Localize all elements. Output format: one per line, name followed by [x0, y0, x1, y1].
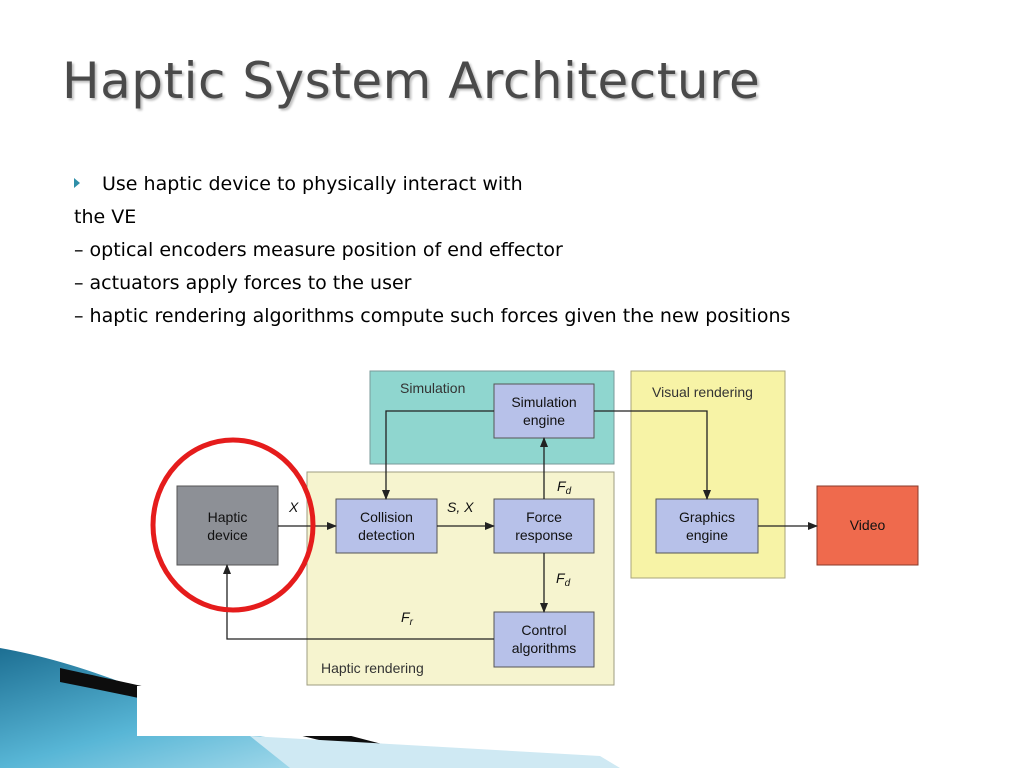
bullet-list: Use haptic device to physically interact… [74, 168, 790, 333]
simulation-engine-label-1: Simulation [511, 394, 576, 410]
bullet-text: Use haptic device to physically interact… [102, 173, 523, 195]
simulation-engine-label-2: engine [523, 412, 565, 428]
sub-bullet: – haptic rendering algorithms compute su… [74, 305, 791, 327]
video-label: Video [850, 517, 886, 533]
slide-title: Haptic System Architecture [62, 52, 761, 110]
arrow-simulation-to-collision [382, 410, 494, 500]
graphics-engine-label-2: engine [686, 527, 728, 543]
diagram-connectors [223, 410, 818, 640]
signal-sx-label: S, X [447, 499, 474, 515]
signal-fd-upper-label: Fd [557, 478, 572, 497]
video-block: Video [816, 485, 919, 566]
graphics-engine-block: Graphics engine [655, 498, 759, 554]
triangle-bullet-icon [74, 178, 80, 188]
haptic-rendering-region-label: Haptic rendering [321, 660, 424, 676]
arrow-control-to-haptic [223, 564, 494, 640]
haptic-device-block: Haptic device [176, 485, 279, 566]
simulation-engine-block: Simulation engine [493, 383, 595, 439]
force-response-label-2: response [515, 527, 573, 543]
control-algorithms-block: Control algorithms [493, 611, 595, 668]
simulation-region-label: Simulation [400, 380, 465, 396]
graphics-engine-label-1: Graphics [679, 509, 735, 525]
collision-detection-label-2: detection [358, 527, 415, 543]
collision-detection-label-1: Collision [360, 509, 413, 525]
haptic-device-label-1: Haptic [208, 509, 248, 525]
force-response-label-1: Force [526, 509, 562, 525]
control-algorithms-label-1: Control [521, 622, 566, 638]
sub-bullet: – optical encoders measure position of e… [74, 239, 563, 261]
signal-x-label: X [288, 499, 299, 515]
arrow-simulation-to-graphics [594, 410, 711, 500]
control-algorithms-label-2: algorithms [512, 640, 577, 656]
signal-fr-label: Fr [401, 609, 414, 628]
sub-bullet: – actuators apply forces to the user [74, 272, 412, 294]
collision-detection-block: Collision detection [335, 498, 438, 554]
haptic-device-highlight-circle [150, 437, 316, 613]
force-response-block: Force response [493, 498, 595, 554]
signal-fd-lower-label: Fd [556, 570, 571, 589]
bullet-continuation: the VE [74, 206, 137, 228]
visual-rendering-region-label: Visual rendering [652, 384, 753, 400]
haptic-device-label-2: device [207, 527, 248, 543]
bullet-item: Use haptic device to physically interact… [74, 168, 790, 201]
